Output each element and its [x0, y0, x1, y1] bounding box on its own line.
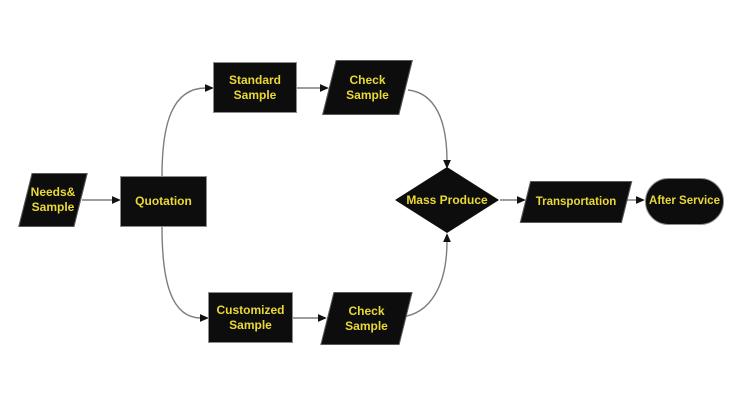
node-check-sample-bottom: Check Sample — [320, 292, 413, 345]
node-label-needs-sample: Needs& Sample — [30, 185, 76, 214]
connector-check-bottom-to-mass-produce — [400, 233, 451, 318]
connector-quotation-to-customized — [161, 226, 209, 322]
node-mass-produce: Mass Produce — [395, 167, 499, 233]
node-quotation: Quotation — [120, 176, 207, 227]
node-label-check-sample-bottom: Check Sample — [345, 303, 388, 333]
node-transportation: Transportation — [519, 181, 633, 223]
node-label-standard-sample: Standard Sample — [228, 72, 281, 102]
node-label-check-sample-top: Check Sample — [346, 72, 389, 102]
rectangle-shape — [120, 176, 207, 227]
connector-check-top-to-mass-produce — [407, 89, 451, 169]
node-standard-sample: Standard Sample — [213, 62, 297, 113]
node-label-customized-sample: Customized Sample — [216, 302, 285, 332]
node-customized-sample: Customized Sample — [208, 292, 293, 343]
connector-quotation-to-standard — [161, 84, 214, 177]
rectangle-shape — [213, 62, 297, 113]
stadium-shape — [645, 178, 724, 225]
node-label-quotation: Quotation — [135, 194, 192, 208]
node-after-service: After Service — [645, 178, 724, 225]
node-needs-sample: Needs& Sample — [18, 173, 88, 227]
node-label-transportation: Transportation — [535, 195, 617, 208]
node-check-sample-top: Check Sample — [322, 60, 413, 115]
node-label-after-service: After Service — [649, 195, 720, 207]
node-label-mass-produce: Mass Produce — [406, 192, 488, 207]
rectangle-shape — [208, 292, 293, 343]
